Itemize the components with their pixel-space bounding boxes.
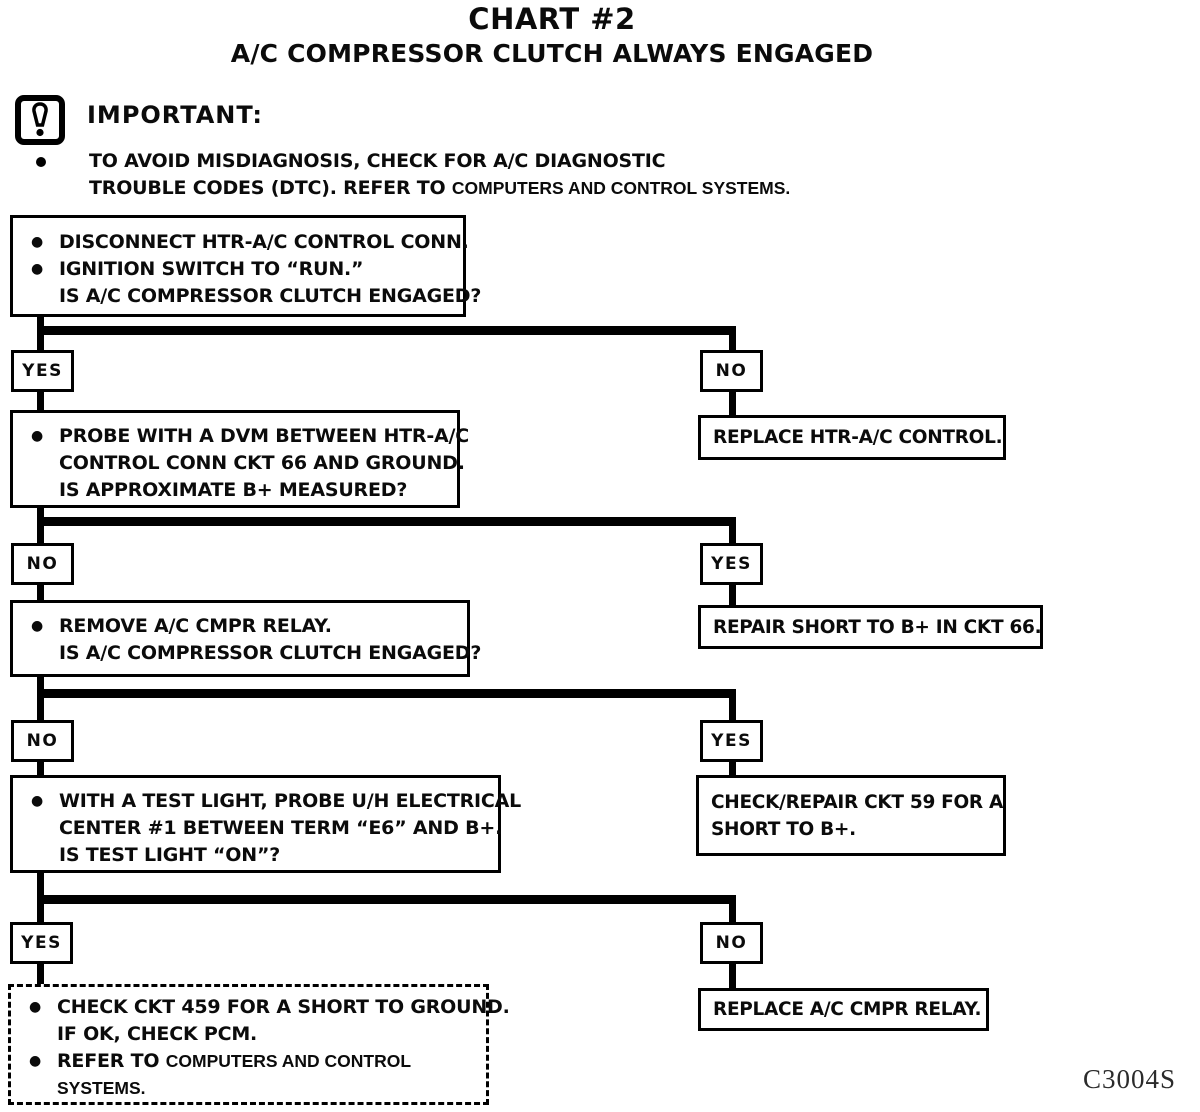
flow-result-replace-ac-cmpr-relay: REPLACE A/C CMPR RELAY. xyxy=(698,988,989,1031)
decision-no-4: NO xyxy=(700,922,763,964)
step4-line1: WITH A TEST LIGHT, PROBE U/H ELECTRICAL xyxy=(59,790,522,812)
decision-label: NO xyxy=(715,361,748,381)
step4-line2: CENTER #1 BETWEEN TERM “E6” AND B+. xyxy=(59,817,503,839)
important-label: IMPORTANT: xyxy=(87,101,264,129)
decision-label: YES xyxy=(22,361,63,381)
important-note: TO AVOID MISDIAGNOSIS, CHECK FOR A/C DIA… xyxy=(89,148,790,202)
connector-line xyxy=(729,895,736,922)
result-text-line1: CHECK/REPAIR CKT 59 FOR A xyxy=(711,791,1004,813)
bullet-icon xyxy=(36,157,46,167)
important-note-line2-reference: COMPUTERS AND CONTROL SYSTEMS. xyxy=(451,178,791,198)
connector-line xyxy=(729,517,736,543)
flow-result-replace-htr-ac-control: REPLACE HTR-A/C CONTROL. xyxy=(698,415,1006,460)
connector-line xyxy=(729,964,736,988)
connector-line xyxy=(729,762,736,775)
connector-line xyxy=(37,517,736,526)
chart-title: CHART #2 xyxy=(468,2,636,36)
connector-line xyxy=(729,392,736,415)
important-exclamation-icon xyxy=(15,95,65,145)
connector-line xyxy=(37,585,44,600)
final-line2: IF OK, CHECK PCM. xyxy=(57,1023,258,1045)
decision-label: NO xyxy=(26,554,59,574)
bullet-icon: ● xyxy=(31,793,44,809)
bullet-icon: ● xyxy=(31,261,44,277)
decision-yes-4: YES xyxy=(10,922,73,964)
flow-final-check-node: ● CHECK CKT 459 FOR A SHORT TO GROUND. IF… xyxy=(8,984,510,1105)
flow-step-3: ● REMOVE A/C CMPR RELAY. IS A/C COMPRESSO… xyxy=(10,600,481,677)
connector-line xyxy=(37,326,736,335)
result-text-line2: SHORT TO B+. xyxy=(711,818,856,840)
figure-code: C3004S xyxy=(1083,1064,1177,1094)
connector-line xyxy=(37,762,44,775)
decision-label: YES xyxy=(711,731,752,751)
connector-line xyxy=(37,964,44,984)
step1-line1: DISCONNECT HTR-A/C CONTROL CONN. xyxy=(59,231,469,253)
decision-label: YES xyxy=(711,554,752,574)
flow-step-1: ● DISCONNECT HTR-A/C CONTROL CONN. ● IGNIT… xyxy=(10,215,481,317)
bullet-icon: ● xyxy=(31,618,44,634)
result-text: REPLACE A/C CMPR RELAY. xyxy=(713,999,982,1020)
bullet-icon: ● xyxy=(31,428,44,444)
step2-question: IS APPROXIMATE B+ MEASURED? xyxy=(59,479,408,501)
connector-line xyxy=(729,689,736,720)
important-note-line2: TROUBLE CODES (DTC). REFER TO COMPUTERS … xyxy=(89,175,790,202)
connector-line xyxy=(37,392,44,410)
important-note-line2-main: TROUBLE CODES (DTC). REFER TO xyxy=(89,177,452,199)
decision-label: NO xyxy=(26,731,59,751)
important-note-line1: TO AVOID MISDIAGNOSIS, CHECK FOR A/C DIA… xyxy=(89,150,666,172)
step3-question: IS A/C COMPRESSOR CLUTCH ENGAGED? xyxy=(59,642,482,664)
result-text: REPLACE HTR-A/C CONTROL. xyxy=(713,427,1003,448)
flow-step-4: ● WITH A TEST LIGHT, PROBE U/H ELECTRICAL… xyxy=(10,775,521,873)
decision-label: NO xyxy=(715,933,748,953)
flow-result-repair-short-ckt66: REPAIR SHORT TO B+ IN CKT 66. xyxy=(698,605,1043,649)
bullet-icon: ● xyxy=(29,1053,42,1069)
flow-result-check-repair-ckt59: CHECK/REPAIR CKT 59 FOR A SHORT TO B+. xyxy=(696,775,1006,856)
decision-yes-1: YES xyxy=(11,350,74,392)
bullet-icon: ● xyxy=(31,234,44,250)
decision-no-3: NO xyxy=(11,720,74,762)
connector-line xyxy=(37,689,736,698)
step2-line2: CONTROL CONN CKT 66 AND GROUND. xyxy=(59,452,465,474)
connector-line xyxy=(729,585,736,605)
decision-yes-3: YES xyxy=(700,720,763,762)
step4-question: IS TEST LIGHT “ON”? xyxy=(59,844,281,866)
step1-question: IS A/C COMPRESSOR CLUTCH ENGAGED? xyxy=(59,285,482,307)
connector-line xyxy=(729,326,736,352)
flow-step-2: ● PROBE WITH A DVM BETWEEN HTR-A/C CONTRO… xyxy=(10,410,469,508)
final-line4-reference: SYSTEMS. xyxy=(57,1078,146,1098)
decision-no-1: NO xyxy=(700,350,763,392)
final-line1: CHECK CKT 459 FOR A SHORT TO GROUND. xyxy=(57,996,510,1018)
final-line3-reference: COMPUTERS AND CONTROL xyxy=(165,1051,412,1071)
final-line3: REFER TO COMPUTERS AND CONTROL xyxy=(57,1048,486,1075)
page-header: CHART #2 A/C COMPRESSOR CLUTCH ALWAYS EN… xyxy=(0,2,1104,68)
decision-no-2: NO xyxy=(11,543,74,585)
final-line3-main: REFER TO xyxy=(57,1050,166,1072)
step2-line1: PROBE WITH A DVM BETWEEN HTR-A/C xyxy=(59,425,470,447)
bullet-icon: ● xyxy=(29,999,42,1015)
decision-yes-2: YES xyxy=(700,543,763,585)
step3-line1: REMOVE A/C CMPR RELAY. xyxy=(59,615,332,637)
connector-line xyxy=(37,895,736,904)
decision-label: YES xyxy=(21,933,62,953)
step1-line2: IGNITION SWITCH TO “RUN.” xyxy=(59,258,364,280)
chart-subtitle: A/C COMPRESSOR CLUTCH ALWAYS ENGAGED xyxy=(230,39,874,68)
result-text: REPAIR SHORT TO B+ IN CKT 66. xyxy=(713,616,1042,638)
